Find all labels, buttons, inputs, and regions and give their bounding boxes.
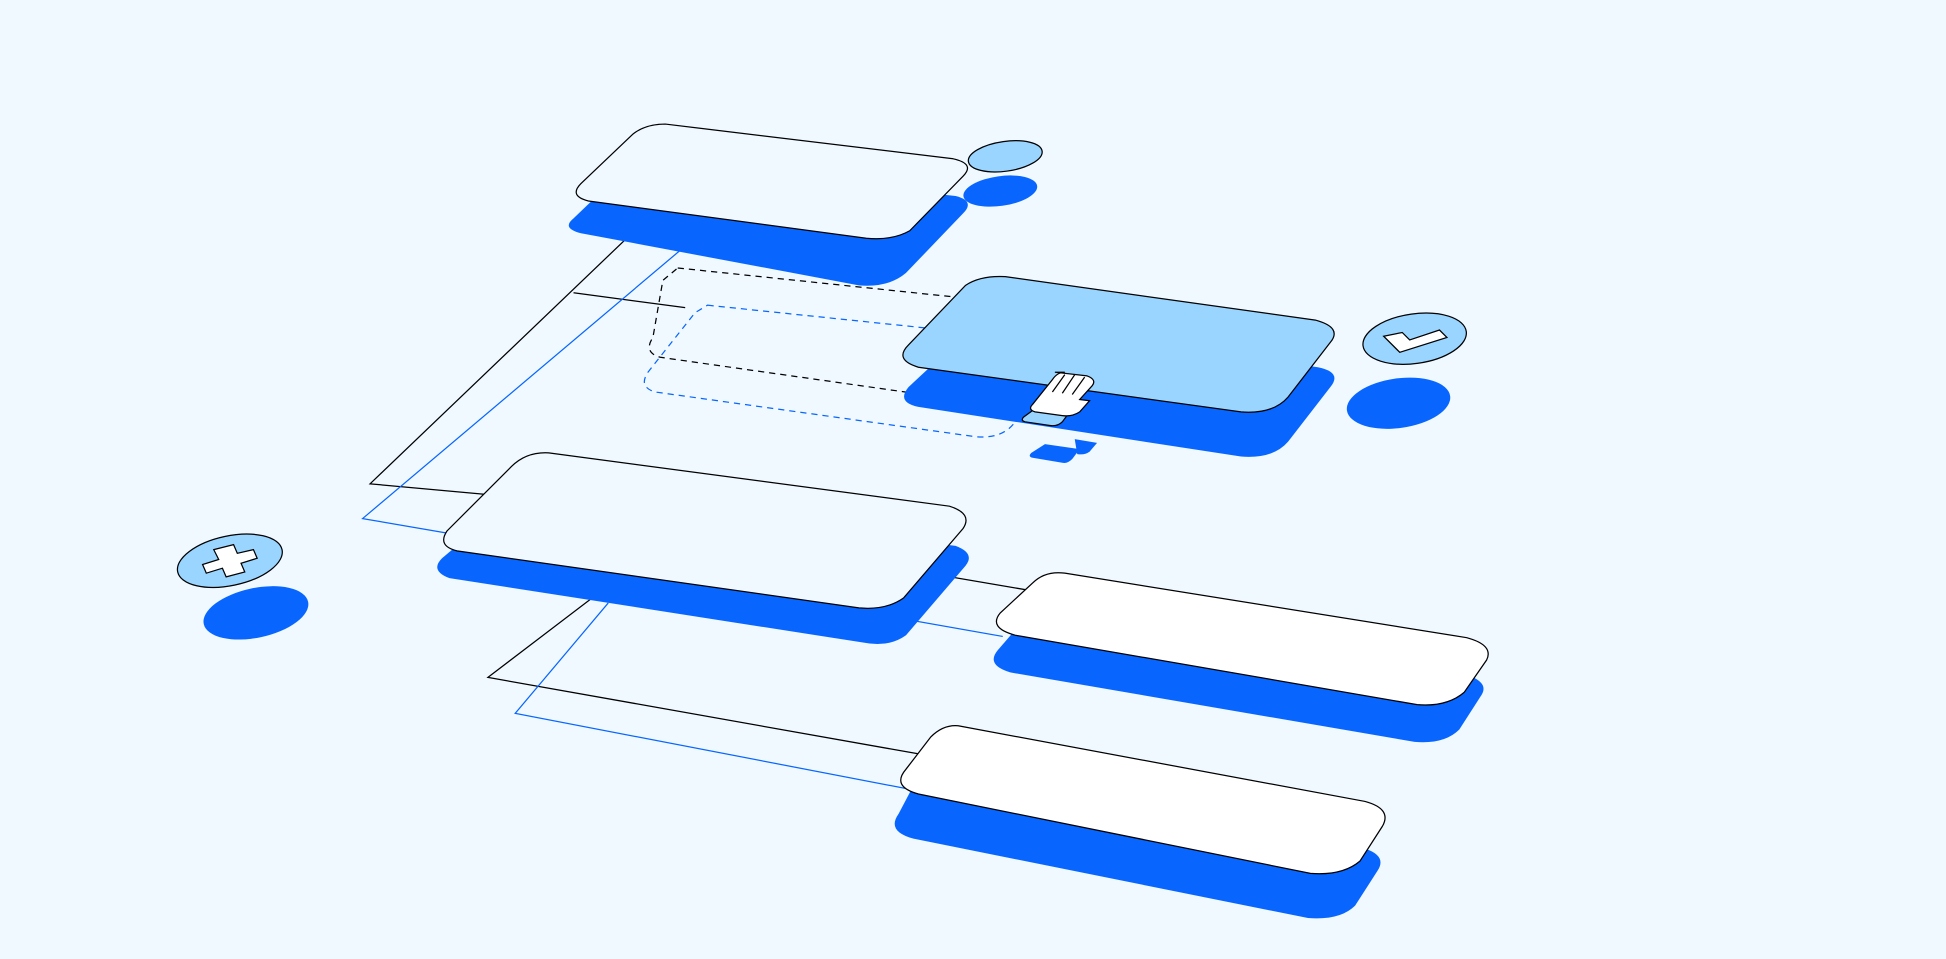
card-middle-left-face xyxy=(443,452,967,609)
plus-icon xyxy=(201,543,259,578)
card-right-lower xyxy=(894,725,1386,919)
card-selected-face xyxy=(902,275,1335,413)
connector-blue-3 xyxy=(514,602,909,790)
badge-check-blue xyxy=(1346,377,1451,429)
badge-top-blue xyxy=(963,175,1038,207)
card-right-upper-face xyxy=(995,572,1489,706)
card-top-face xyxy=(575,123,969,240)
hand-cursor-icon xyxy=(1021,371,1098,463)
connector-black-4 xyxy=(486,577,922,755)
card-selected xyxy=(902,275,1335,457)
check-icon xyxy=(1382,329,1449,354)
connector-black-2 xyxy=(573,292,686,309)
dashed-placeholder-blue xyxy=(643,304,1016,438)
card-middle-left xyxy=(437,452,969,645)
card-top xyxy=(568,123,969,286)
connector-blue-1 xyxy=(361,241,691,535)
card-right-upper xyxy=(993,572,1489,743)
card-right-lower-face xyxy=(900,725,1386,875)
badge-top-light xyxy=(967,140,1043,173)
badge-plus-blue xyxy=(203,586,309,640)
